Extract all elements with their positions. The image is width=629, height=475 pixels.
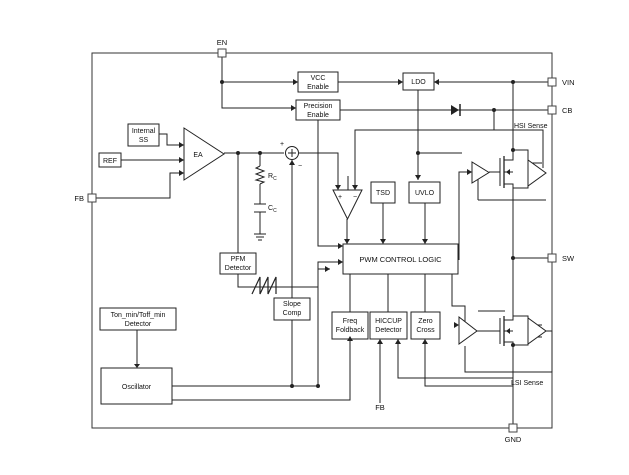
svg-text:Precision: Precision: [304, 103, 333, 110]
tsd-block: TSD: [370, 181, 396, 204]
ldo-block: LDO: [402, 72, 435, 91]
error-amplifier: EA: [183, 127, 225, 181]
svg-text:−: −: [298, 163, 302, 170]
fb-bottom-label: FB: [375, 403, 385, 412]
svg-text:Zero: Zero: [418, 318, 433, 325]
rc-resistor: RC: [254, 165, 277, 185]
svg-text:Detector: Detector: [225, 265, 252, 272]
ls-driver: [458, 315, 487, 345]
svg-text:+: +: [338, 194, 342, 201]
svg-text:Detector: Detector: [125, 321, 152, 328]
arrowheads: [179, 79, 472, 344]
svg-text:EN: EN: [217, 38, 227, 47]
svg-text:Enable: Enable: [307, 84, 329, 91]
svg-text:VIN: VIN: [562, 78, 575, 87]
svg-text:+: +: [280, 141, 284, 148]
cb-diode: [451, 104, 461, 116]
uvlo-block: UVLO: [408, 181, 441, 204]
pfm-detector-block: PFM Detector: [219, 252, 257, 275]
svg-text:Freq: Freq: [343, 318, 358, 325]
svg-text:REF: REF: [103, 158, 117, 165]
internal-ss-block: Internal SS: [127, 123, 160, 147]
lsi-sense-amp: [527, 317, 547, 345]
hs-fet: [499, 150, 514, 190]
svg-text:UVLO: UVLO: [415, 190, 435, 197]
svg-text:VCC: VCC: [311, 75, 326, 82]
pin-cb: CB: [547, 105, 572, 115]
pin-vin: VIN: [547, 77, 575, 87]
svg-text:CB: CB: [562, 106, 572, 115]
svg-text:RC: RC: [268, 173, 277, 182]
pwm-comparator: + −: [332, 189, 363, 221]
zero-cross-block: Zero Cross: [410, 311, 441, 340]
pin-sw: SW: [547, 253, 575, 263]
hs-driver: [471, 161, 490, 184]
oscillator-block: Oscillator: [100, 367, 173, 405]
ton-toff-detector-block: Ton_min/Toff_min Detector: [99, 307, 177, 331]
summing-node: + −: [280, 141, 302, 170]
svg-text:SS: SS: [139, 137, 149, 144]
svg-text:Enable: Enable: [307, 112, 329, 119]
svg-text:Cross: Cross: [416, 327, 435, 334]
precision-enable-block: Precision Enable: [295, 99, 341, 121]
svg-text:EA: EA: [193, 152, 203, 159]
svg-text:Foldback: Foldback: [336, 327, 365, 334]
slope-comp-block: Slope Comp: [273, 297, 311, 321]
ic-outline: [91, 52, 553, 429]
svg-text:Ton_min/Toff_min: Ton_min/Toff_min: [111, 312, 166, 319]
pwm-control-logic-block: PWM CONTROL LOGIC: [342, 243, 459, 275]
svg-text:Detector: Detector: [375, 327, 402, 334]
svg-text:HICCUP: HICCUP: [375, 318, 402, 325]
ground-symbol: [254, 233, 266, 241]
svg-text:Oscillator: Oscillator: [122, 384, 152, 391]
svg-text:FB: FB: [74, 194, 84, 203]
hiccup-detector-block: HICCUP Detector: [369, 311, 408, 340]
svg-text:TSD: TSD: [376, 190, 390, 197]
sawtooth-symbol: [251, 276, 277, 295]
freq-foldback-block: Freq Foldback: [331, 311, 369, 340]
svg-text:PWM CONTROL LOGIC: PWM CONTROL LOGIC: [359, 255, 442, 264]
hsi-sense-label: HSI Sense: [514, 123, 548, 130]
svg-text:−: −: [353, 194, 357, 201]
svg-text:Internal: Internal: [132, 128, 156, 135]
pin-fb: FB: [74, 193, 97, 203]
svg-text:LDO: LDO: [411, 79, 426, 86]
svg-text:GND: GND: [505, 435, 522, 444]
pin-en: EN: [217, 38, 227, 58]
svg-text:SW: SW: [562, 254, 575, 263]
lsi-sense-label: LSI Sense: [511, 380, 543, 387]
wires: [96, 54, 553, 428]
ref-block: REF: [98, 152, 122, 168]
ls-fet: [499, 316, 514, 346]
svg-text:CC: CC: [268, 205, 277, 214]
svg-text:Comp: Comp: [283, 310, 302, 317]
svg-text:Slope: Slope: [283, 301, 301, 308]
arrow-to-oscillator: [134, 364, 140, 368]
hsi-sense-amp: [527, 159, 547, 187]
pin-gnd: GND: [505, 423, 522, 444]
cc-capacitor: CC: [254, 203, 277, 214]
svg-text:PFM: PFM: [231, 256, 246, 263]
vcc-enable-block: VCC Enable: [297, 71, 339, 93]
